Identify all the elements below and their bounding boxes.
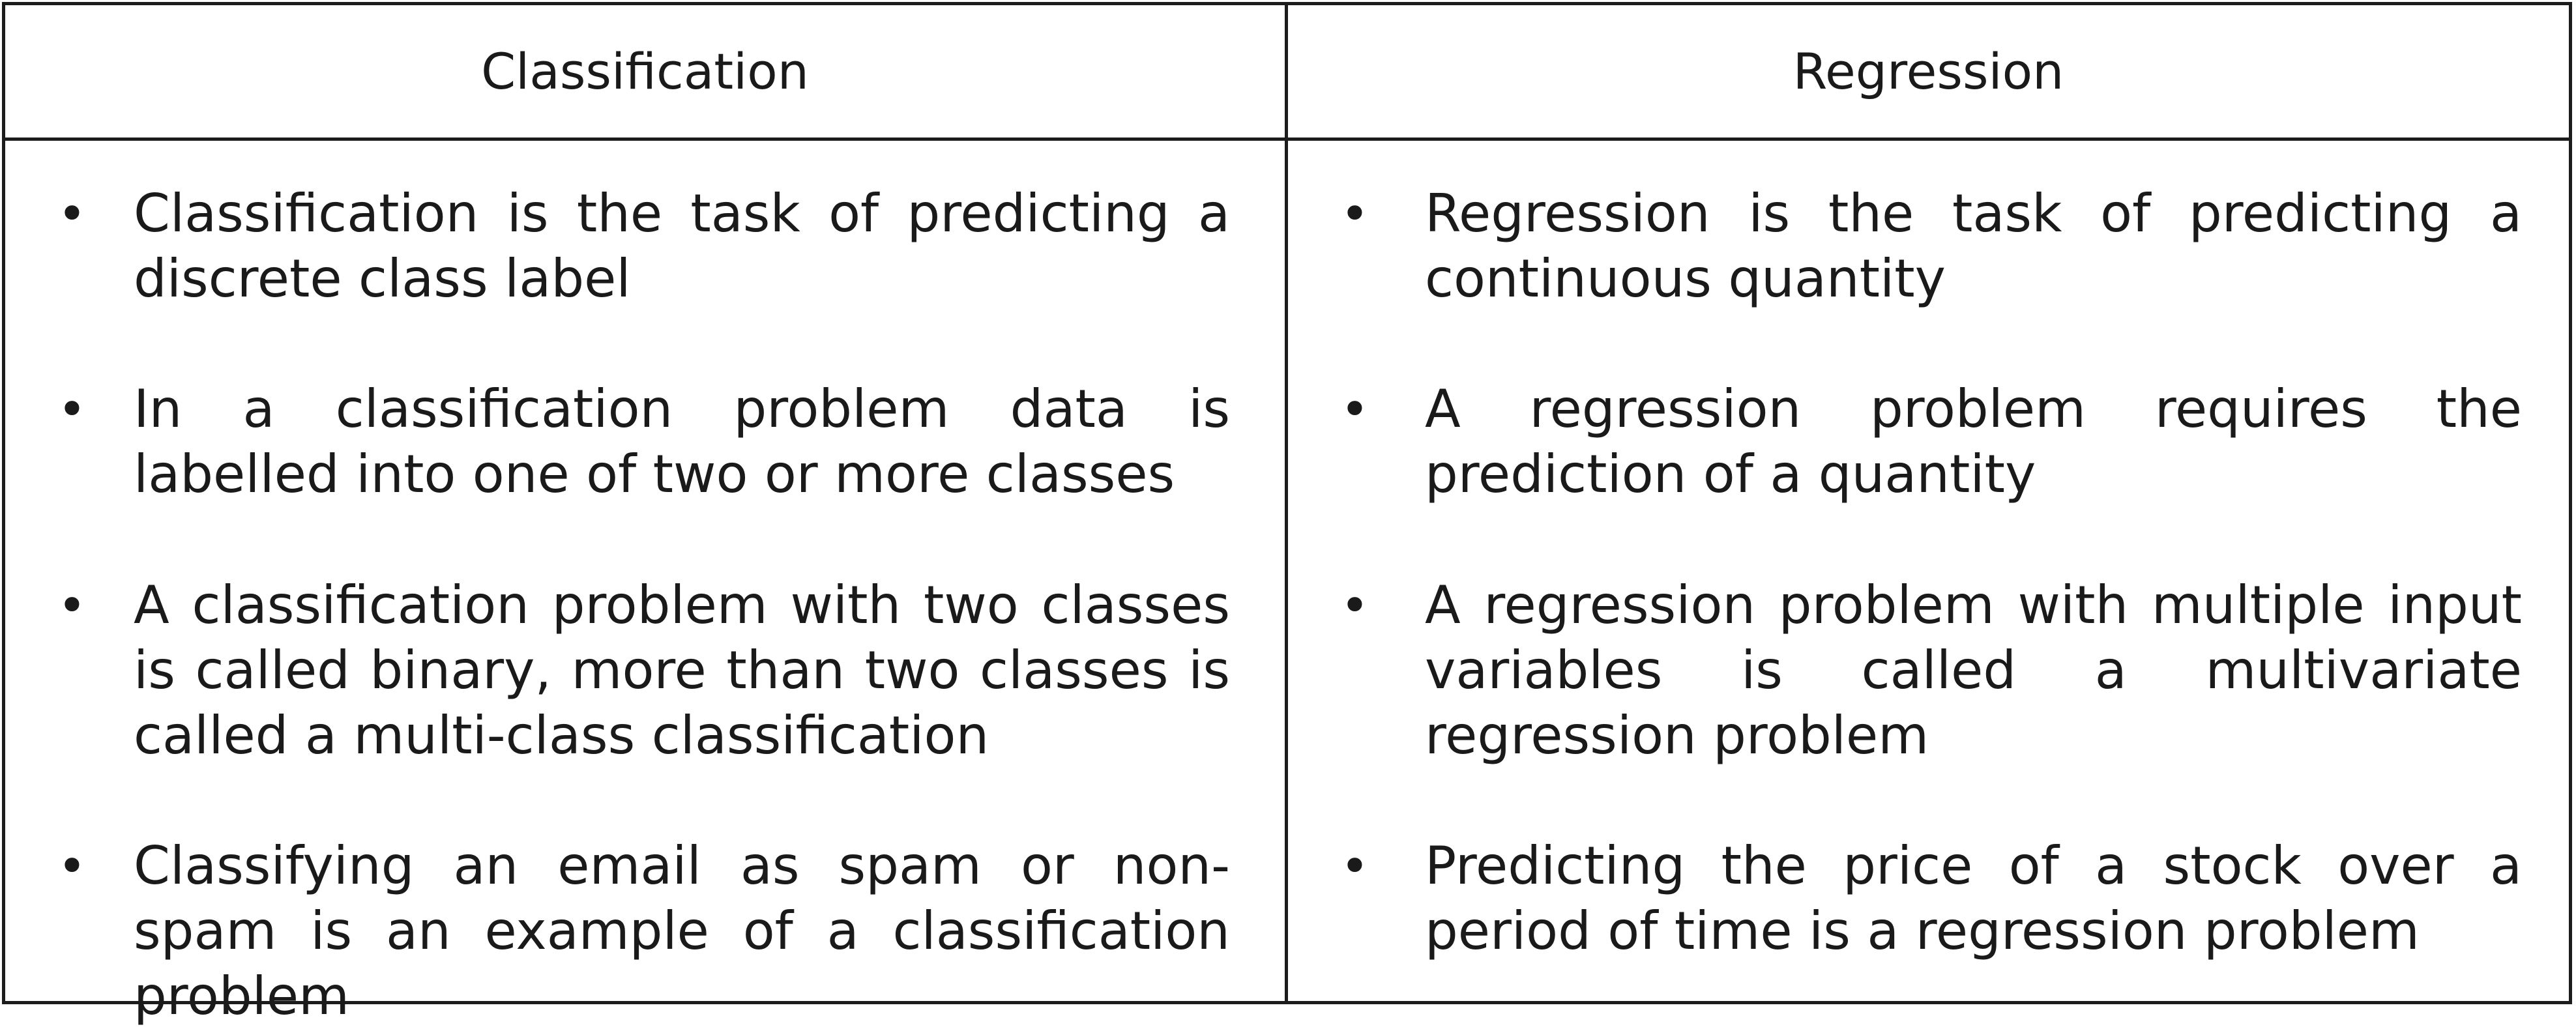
header-regression: Regression [1793,42,2064,100]
bullet-icon: • [1340,837,1369,895]
list-item-text: A regression problem requires the predic… [1425,379,2522,504]
bullet-icon: • [1340,380,1369,438]
column-divider [1285,2,1288,1004]
bullet-icon: • [57,380,87,438]
list-item-text: A classification problem with two classe… [134,575,1230,766]
list-item-text: Regression is the task of predicting a c… [1425,183,2522,309]
list-item-text: A regression problem with multiple input… [1425,575,2522,766]
list-item-text: Classification is the task of predicting… [134,183,1230,309]
header-classification: Classification [481,42,809,100]
bullet-icon: • [57,837,87,895]
bullet-icon: • [57,184,87,242]
bullet-icon: • [57,576,87,634]
bullet-icon: • [1340,576,1369,634]
bullet-icon: • [1340,184,1369,242]
list-item-text: In a classification problem data is labe… [134,379,1230,504]
regression-column: • Regression is the task of predicting a… [1288,141,2569,1002]
list-item-text: Classifying an email as spam or non-spam… [134,835,1230,1026]
list-item-text: Predicting the price of a stock over a p… [1425,835,2522,961]
classification-column: • Classification is the task of predicti… [5,141,1285,1026]
